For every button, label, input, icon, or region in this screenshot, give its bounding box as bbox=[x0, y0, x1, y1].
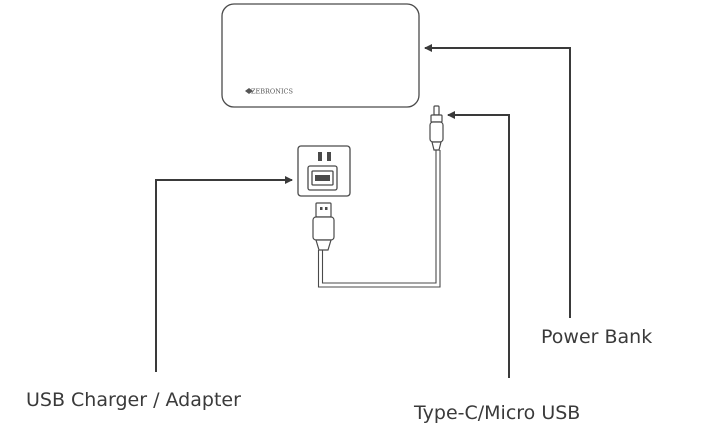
usb-a-plug bbox=[312, 202, 335, 251]
type-c-plug bbox=[429, 105, 444, 151]
usb-charger-adapter bbox=[297, 145, 351, 197]
usb-charger-label: USB Charger / Adapter bbox=[26, 389, 241, 411]
usb-cable bbox=[317, 150, 441, 288]
brand-text: ZEBRONICS bbox=[251, 88, 293, 96]
power-bank-leader-line bbox=[424, 44, 571, 318]
usb-charger-leader-line bbox=[155, 176, 293, 372]
type-c-leader-line bbox=[447, 111, 510, 378]
power-bank-label: Power Bank bbox=[541, 326, 652, 348]
brand-logo-icon bbox=[245, 88, 253, 94]
type-c-label: Type-C/Micro USB bbox=[413, 402, 580, 424]
power-bank-device: ZEBRONICS bbox=[221, 3, 420, 108]
power-bank-body bbox=[221, 3, 420, 108]
